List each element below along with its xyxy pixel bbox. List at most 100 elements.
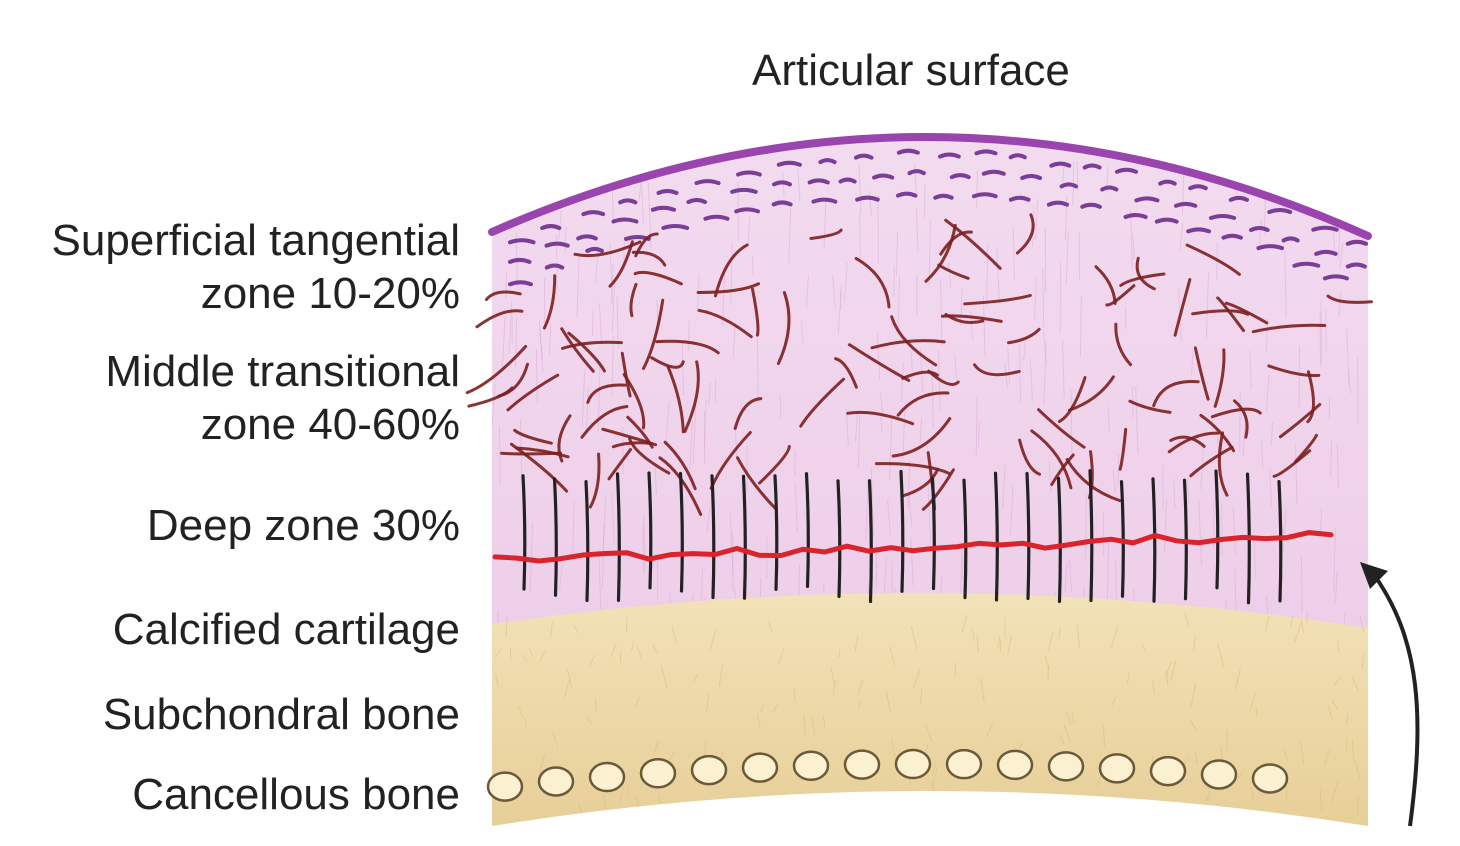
chondrocyte <box>872 173 895 180</box>
matrix-streak <box>643 514 646 572</box>
chondrocyte <box>611 217 639 224</box>
matrix-streak <box>1260 439 1264 467</box>
matrix-streak <box>501 316 506 372</box>
collagen-fiber <box>1173 278 1192 337</box>
bone-streak <box>832 679 837 695</box>
chondrocyte <box>1123 212 1148 219</box>
matrix-streak <box>868 190 873 217</box>
collagen-fiber <box>776 291 791 366</box>
chondrocyte <box>1114 167 1138 174</box>
bone-streak <box>759 704 765 713</box>
chondrocyte <box>907 169 926 176</box>
matrix-streak <box>751 254 754 275</box>
matrix-streak <box>961 548 963 581</box>
bone-streak <box>830 666 836 687</box>
bone-streak <box>1194 751 1198 764</box>
collagen-fiber <box>1068 375 1115 412</box>
bone-streak <box>1324 749 1330 766</box>
bone-streak <box>1076 625 1081 650</box>
matrix-streak <box>1253 538 1257 578</box>
matrix-streak <box>823 201 827 248</box>
chondrocyte <box>1154 217 1179 224</box>
collagen-fiber <box>1007 327 1041 345</box>
deep-fiber <box>1214 469 1220 590</box>
matrix-streak <box>975 397 978 456</box>
matrix-streak <box>1191 349 1194 374</box>
matrix-streak <box>883 557 887 600</box>
bone-cell <box>1098 753 1136 784</box>
bone-streak <box>517 706 524 718</box>
bone-cell <box>996 749 1034 781</box>
collagen-fiber <box>683 360 700 433</box>
matrix-streak <box>794 483 798 532</box>
collagen-fiber <box>500 451 563 456</box>
matrix-streak <box>788 208 792 263</box>
deep-fiber <box>741 474 747 600</box>
bone-streak <box>772 704 779 713</box>
matrix-streak <box>538 321 543 360</box>
deep-fiber <box>993 471 999 602</box>
deep-zone-label: Deep zone 30% <box>146 501 460 550</box>
bone-streak <box>980 678 985 703</box>
collagen-fiber <box>696 282 761 294</box>
collagen-fiber <box>1193 346 1210 401</box>
matrix-streak <box>1002 463 1006 509</box>
bone-streak <box>1058 734 1065 745</box>
bone-streak <box>1204 790 1211 807</box>
bone-streak <box>524 717 527 727</box>
matrix-streak <box>1115 561 1117 599</box>
collagen-fiber <box>963 293 1032 306</box>
collagen-fiber <box>735 456 777 511</box>
matrix-streak <box>734 429 738 456</box>
chondrocyte <box>1281 236 1300 243</box>
matrix-streak <box>529 522 534 592</box>
matrix-streak <box>1330 440 1333 477</box>
matrix-streak <box>1163 498 1168 554</box>
matrix-streak <box>730 242 733 306</box>
matrix-streak <box>1346 162 1349 188</box>
deep-fiber <box>773 474 779 591</box>
bone-streak <box>1331 699 1339 711</box>
matrix-streak <box>611 278 616 334</box>
bone-cell <box>1047 751 1085 782</box>
matrix-streak <box>1070 389 1073 455</box>
bone-streak <box>709 629 717 651</box>
matrix-streak <box>558 210 562 240</box>
matrix-streak <box>1048 461 1052 491</box>
collagen-fiber <box>642 298 665 370</box>
matrix-streak <box>1300 555 1303 614</box>
matrix-streak <box>1205 271 1210 340</box>
bone-streak <box>1294 622 1302 643</box>
chondrocyte <box>734 207 760 214</box>
matrix-streak <box>1348 372 1352 394</box>
matrix-streak <box>832 274 836 311</box>
chondrocyte <box>771 180 792 187</box>
collagen-fiber <box>1065 458 1122 503</box>
bone-streak <box>793 688 796 703</box>
matrix-streak <box>601 524 605 590</box>
tidemark-line <box>492 530 1334 564</box>
collagen-fiber <box>1015 213 1035 255</box>
bone-streak <box>1337 641 1340 653</box>
chondrocyte <box>544 241 570 248</box>
collagen-fiber <box>972 363 1021 377</box>
collagen-fiber <box>633 270 683 286</box>
bone-streak <box>567 668 573 688</box>
chondrocyte <box>508 280 533 287</box>
deep-fiber <box>836 479 842 599</box>
matrix-streak <box>940 280 943 345</box>
bone-streak <box>1058 627 1061 639</box>
deep-fiber <box>552 477 558 597</box>
bone-texture <box>494 610 1365 824</box>
collagen-fiber <box>846 410 915 426</box>
collagen-fiber <box>509 442 569 493</box>
chondrocyte <box>1249 226 1270 233</box>
matrix-streak <box>1232 505 1237 555</box>
collagen-fiber <box>1094 265 1117 305</box>
collagen-fiber <box>809 228 843 241</box>
collagen-fiber <box>758 445 791 485</box>
deep-fiber <box>899 469 905 593</box>
matrix-streak <box>1079 296 1082 356</box>
chondrocyte <box>508 257 532 264</box>
bone-streak <box>585 715 593 725</box>
